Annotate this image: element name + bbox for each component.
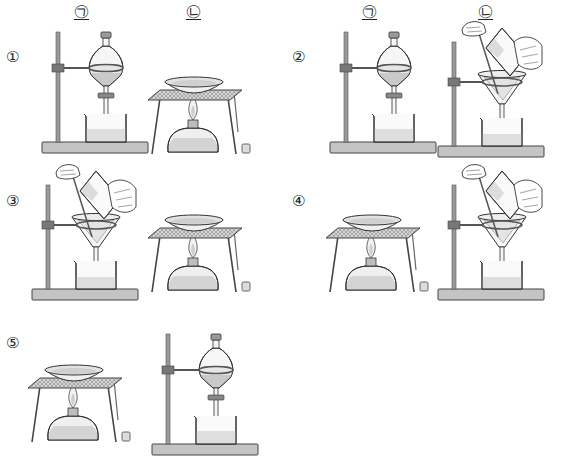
item-number: ② bbox=[292, 48, 305, 66]
column-letter: ㉠ bbox=[362, 2, 377, 20]
evaporation-setup bbox=[326, 215, 428, 292]
column-letter: ㉠ bbox=[74, 2, 89, 20]
filtration-setup bbox=[438, 165, 544, 300]
separatory-funnel bbox=[330, 32, 436, 153]
item-number: ④ bbox=[292, 192, 305, 210]
item-number: ① bbox=[6, 48, 19, 66]
item-number: ⑤ bbox=[6, 334, 19, 352]
item-number: ③ bbox=[6, 192, 19, 210]
filtration-setup bbox=[438, 22, 544, 157]
filtration-setup bbox=[32, 165, 138, 300]
separatory-funnel bbox=[42, 32, 148, 153]
evaporation-setup bbox=[28, 365, 130, 442]
separatory-funnel bbox=[152, 334, 258, 455]
column-letter: ㉡ bbox=[478, 2, 493, 20]
evaporation-setup bbox=[148, 215, 250, 292]
evaporation-setup bbox=[148, 77, 250, 154]
column-letter: ㉡ bbox=[186, 2, 201, 20]
